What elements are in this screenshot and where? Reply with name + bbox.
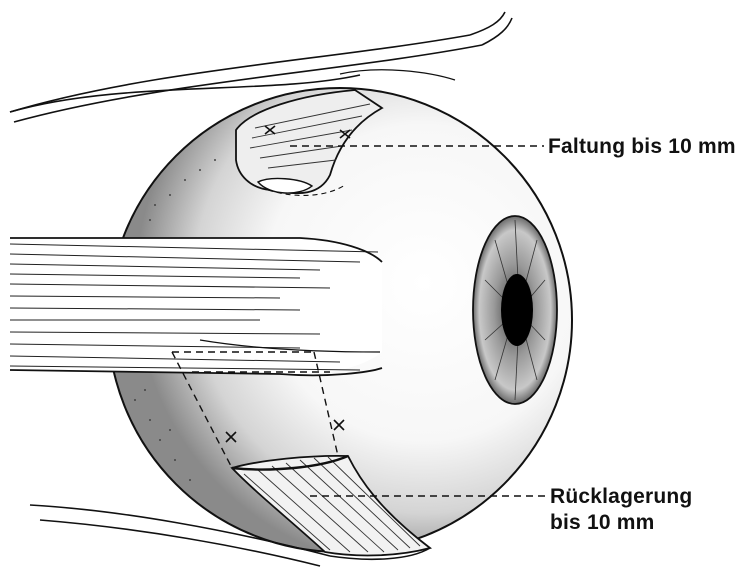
horizontal-muscle-band bbox=[10, 238, 382, 375]
recession-label: Rücklagerung bis 10 mm bbox=[550, 484, 692, 536]
recession-label-line1: Rücklagerung bbox=[550, 484, 692, 510]
plication-label: Faltung bis 10 mm bbox=[548, 134, 736, 160]
pupil bbox=[501, 274, 533, 346]
iris bbox=[473, 216, 557, 404]
recession-label-line2: bis 10 mm bbox=[550, 510, 692, 536]
